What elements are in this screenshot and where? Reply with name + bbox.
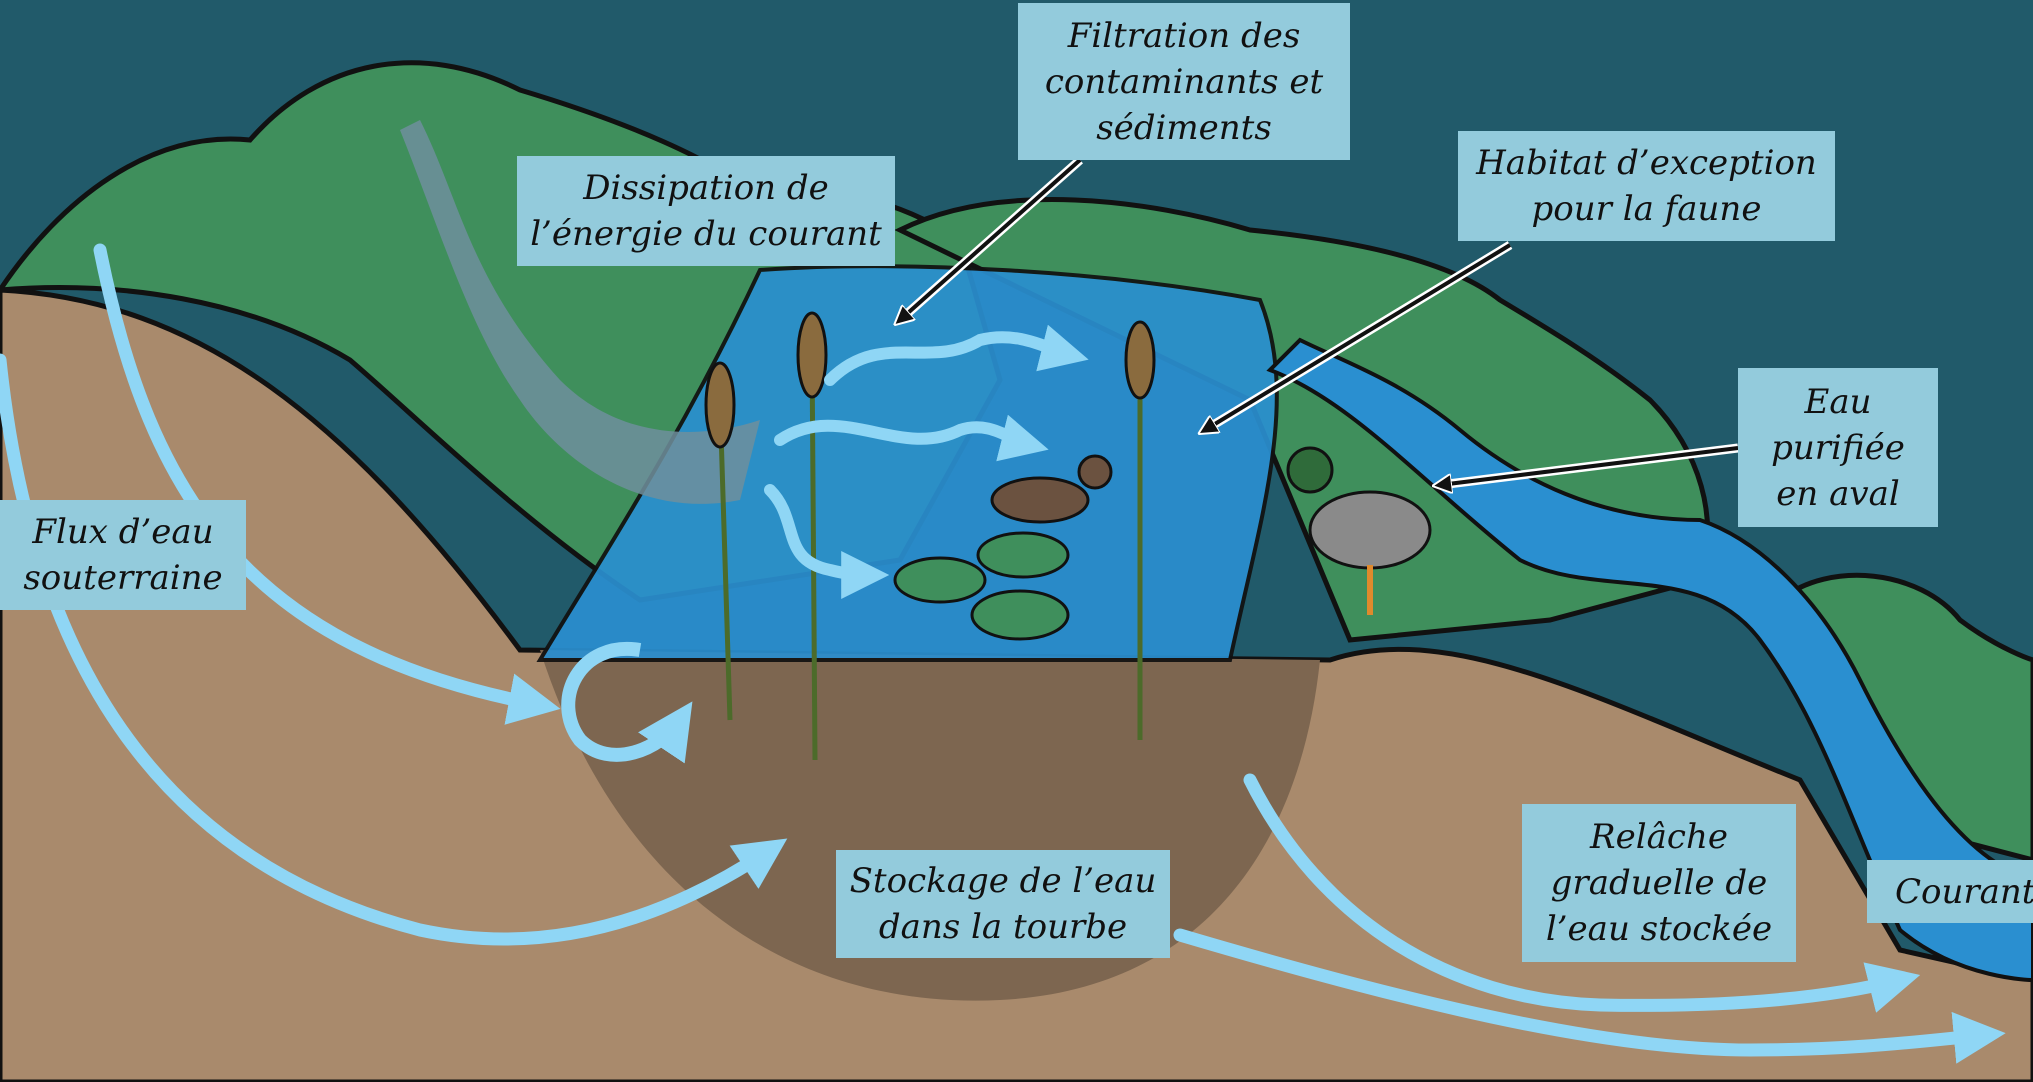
duck-swimming — [990, 454, 1113, 524]
label-line: contaminants et — [1044, 61, 1324, 102]
label-line: Dissipation de — [583, 168, 829, 208]
label-habitat: Habitat d’exception pour la faune — [1458, 131, 1835, 241]
label-line: Eau — [1804, 381, 1872, 422]
label-line: en aval — [1776, 473, 1900, 514]
label-filtration: Filtration des contaminants et sédiments — [1018, 3, 1350, 160]
label-line: l’énergie du courant — [530, 214, 882, 254]
water-flow-arrows — [764, 324, 1089, 599]
label-line: graduelle de — [1550, 863, 1768, 903]
label-line: Relâche — [1590, 817, 1728, 857]
mallard-duck — [1286, 446, 1432, 615]
label-line: souterraine — [23, 558, 223, 598]
label-dissipation: Dissipation de l’énergie du courant — [517, 156, 895, 266]
cattails — [717, 349, 1143, 761]
label-line: Courant — [1895, 871, 2033, 912]
label-line: Filtration des — [1067, 15, 1301, 56]
label-stockage: Stockage de l’eau dans la tourbe — [836, 850, 1170, 958]
label-line: l’eau stockée — [1545, 909, 1773, 949]
label-line: Stockage de l’eau — [849, 861, 1157, 901]
label-courant: Courant — [1867, 860, 2033, 923]
label-eau-purifiee: Eau purifiée en aval — [1738, 368, 1938, 527]
label-flux: Flux d’eau souterraine — [0, 500, 246, 610]
label-line: pour la faune — [1531, 189, 1762, 229]
label-line: purifiée — [1771, 427, 1905, 468]
label-relache: Relâche graduelle de l’eau stockée — [1522, 804, 1796, 962]
label-line: dans la tourbe — [878, 907, 1128, 947]
label-line: Flux d’eau — [32, 512, 214, 552]
lily-pads — [893, 531, 1070, 641]
label-line: sédiments — [1096, 107, 1272, 148]
label-line: Habitat d’exception — [1476, 143, 1817, 183]
circulation-arrow — [561, 641, 693, 764]
